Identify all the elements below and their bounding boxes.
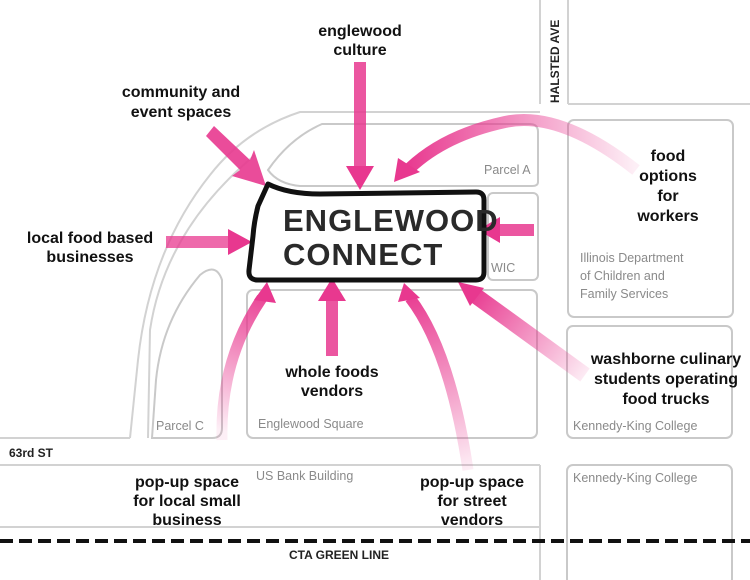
sixty-third-st-label: 63rd ST: [9, 446, 54, 460]
label-community-event-line-2: event spaces: [131, 104, 232, 121]
parcel-a-label: Parcel A: [484, 163, 531, 177]
us-bank-label: US Bank Building: [256, 469, 353, 483]
arrow-culture-shaft: [354, 62, 366, 166]
label-whole-foods-line-1: whole foods: [284, 364, 378, 381]
arrow-popup-street-shaft: [405, 294, 474, 471]
wic-block: [487, 192, 539, 281]
label-food-options-line-1: food: [651, 148, 686, 165]
label-englewood-culture-line-2: culture: [333, 42, 386, 59]
arrow-whole-foods-shaft: [326, 300, 338, 356]
illinois-dept-label-line-3: Family Services: [580, 287, 668, 301]
arrow-wic-shaft: [500, 224, 534, 236]
label-whole-foods-line-2: vendors: [301, 383, 363, 400]
arrow-food-options-shaft: [405, 114, 640, 175]
street-labels: HALSTED AVE 63rd ST CTA GREEN LINE: [9, 20, 562, 562]
cta-green-line-label: CTA GREEN LINE: [289, 548, 389, 562]
kennedy-king-north-block: [566, 325, 733, 439]
arrow-washborne-head: [458, 282, 484, 306]
label-local-food-line-2: businesses: [46, 249, 133, 266]
label-food-options-line-2: options: [639, 168, 697, 185]
arrow-culture-head: [346, 166, 374, 190]
arrow-whole-foods-head: [318, 278, 346, 301]
curved-road-inner: [147, 154, 256, 439]
wic-label: WIC: [491, 261, 515, 275]
label-popup-local-line-1: pop-up space: [135, 474, 239, 491]
arrow-popup-local-shaft: [216, 294, 267, 441]
place-labels: Parcel A WIC Illinois Department of Chil…: [156, 163, 697, 485]
label-local-food-line-1: local food based: [27, 230, 153, 247]
label-food-options-line-3: for: [657, 188, 678, 205]
straight-arrows: [166, 62, 534, 356]
hub-title-line-2: CONNECT: [283, 237, 443, 272]
illinois-dept-label-line-2: of Children and: [580, 269, 665, 283]
englewood-square-label: Englewood Square: [258, 417, 364, 431]
label-popup-street-line-3: vendors: [441, 512, 503, 529]
arrow-food-options-head: [394, 158, 420, 182]
label-washborne-line-1: washborne culinary: [590, 351, 741, 368]
kennedy-king-label-south: Kennedy-King College: [573, 471, 697, 485]
label-washborne-line-2: students operating: [594, 371, 738, 388]
arrow-popup-street-head: [398, 283, 420, 302]
arrow-community-event: [206, 126, 266, 186]
concept-labels: englewood culture community and event sp…: [27, 23, 741, 529]
hub-outline: [246, 181, 487, 283]
englewood-square-block: [246, 289, 538, 439]
englewood-connect-hub: ENGLEWOOD CONNECT: [246, 181, 499, 283]
arrow-washborne-shaft: [471, 289, 590, 382]
label-popup-local-line-3: business: [152, 512, 221, 529]
curved-arrows: [216, 114, 640, 471]
label-food-options-line-4: workers: [636, 208, 698, 225]
parcel-c-block: [150, 268, 223, 439]
kennedy-king-south-block: [566, 464, 733, 580]
illinois-dept-label-line-1: Illinois Department: [580, 251, 684, 265]
label-popup-street-line-2: for street: [437, 493, 507, 510]
arrow-local-food-head: [228, 229, 252, 255]
curved-road-outer: [129, 111, 540, 439]
label-washborne-line-3: food trucks: [622, 391, 709, 408]
halsted-ave-label: HALSTED AVE: [548, 20, 562, 103]
arrow-wic-head: [478, 217, 500, 243]
parcel-a-block: [266, 123, 539, 187]
kennedy-king-label-north: Kennedy-King College: [573, 419, 697, 433]
arrow-local-food-shaft: [166, 236, 228, 248]
illinois-dept-block: [567, 119, 734, 318]
label-popup-street-line-1: pop-up space: [420, 474, 524, 491]
label-popup-local-line-2: for local small: [133, 493, 241, 510]
hub-title-line-1: ENGLEWOOD: [283, 203, 499, 238]
label-community-event-line-1: community and: [122, 84, 240, 101]
parcel-c-label: Parcel C: [156, 419, 204, 433]
arrow-popup-local-head: [254, 282, 276, 303]
label-englewood-culture-line-1: englewood: [318, 23, 402, 40]
